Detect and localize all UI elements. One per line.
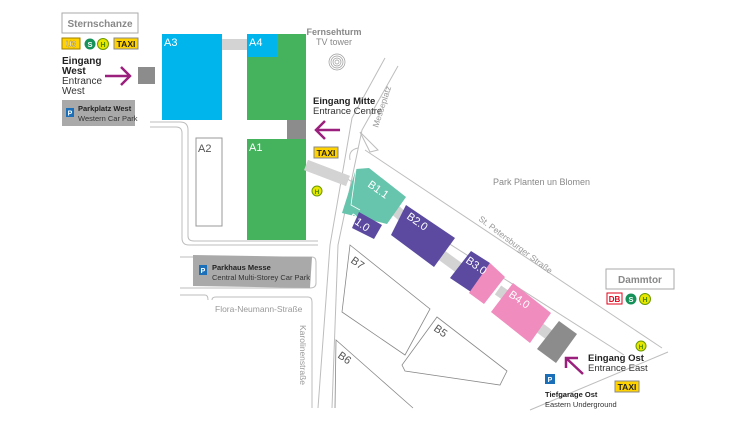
entrance-east-de: Eingang Ost: [588, 353, 645, 364]
arrow-left-icon: [314, 120, 340, 140]
hall-b6[interactable]: B6: [334, 339, 414, 409]
svg-text:P: P: [548, 377, 553, 384]
transit-icons-west: U3 S H TAXI: [61, 37, 139, 50]
svg-text:Western Car Park: Western Car Park: [78, 114, 138, 123]
hall-a4[interactable]: A4: [247, 34, 306, 120]
svg-text:B6: B6: [335, 350, 353, 368]
svg-text:B5: B5: [431, 323, 449, 341]
entrance-centre-en: Entrance Centre: [313, 106, 382, 117]
entrance-west-en-1: Entrance: [62, 76, 102, 87]
bus-stop-icon: [635, 340, 647, 352]
bus-stop-icon: [311, 185, 323, 197]
svg-text:TAXI: TAXI: [618, 382, 637, 392]
svg-text:TAXI: TAXI: [317, 148, 336, 158]
parking-central[interactable]: P Parkhaus Messe Central Multi-Storey Ca…: [193, 255, 312, 288]
parking-east[interactable]: P Tiefgarage Ost Eastern Underground: [545, 374, 617, 409]
svg-text:P: P: [201, 268, 206, 275]
svg-text:DB: DB: [609, 295, 621, 304]
hall-b3-0[interactable]: B3.0: [450, 251, 505, 304]
svg-text:TAXI: TAXI: [117, 39, 136, 49]
svg-text:U3: U3: [66, 40, 77, 49]
hall-b5[interactable]: B5: [401, 316, 508, 386]
svg-text:A1: A1: [249, 142, 262, 154]
s-bahn-icon: [625, 293, 637, 305]
entrance-centre[interactable]: [287, 120, 306, 139]
svg-text:S: S: [87, 40, 92, 49]
entrance-centre-de: Eingang Mitte: [313, 96, 375, 107]
s-bahn-icon: [84, 38, 96, 50]
tv-tower-icon: [328, 53, 346, 71]
taxi-icon: [313, 146, 339, 159]
parking-icon: [545, 374, 555, 384]
transit-icons-east: DB S H: [606, 292, 651, 305]
svg-text:Eastern Underground: Eastern Underground: [545, 400, 617, 409]
hall-b4-0[interactable]: B4.0: [491, 283, 551, 343]
arrow-right-icon: [105, 66, 132, 86]
entrance-east-en: Entrance East: [588, 363, 648, 374]
arrow-up-left-icon: [564, 356, 584, 375]
parking-icon: [199, 265, 207, 275]
taxi-icon: [614, 380, 640, 393]
svg-text:H: H: [315, 189, 320, 196]
street-karolinen: Karolinenstraße: [298, 325, 308, 385]
hall-a3[interactable]: A3: [162, 34, 222, 120]
station-sternschanze: Sternschanze: [67, 19, 132, 30]
parking-west[interactable]: P Parkplatz West Western Car Park: [62, 100, 138, 126]
svg-text:P: P: [68, 111, 73, 118]
station-sternschanze-box: [61, 12, 139, 34]
park-planten-un-blomen: Park Planten un Blomen: [493, 177, 590, 187]
hall-a1[interactable]: A1: [247, 139, 306, 240]
svg-text:Tiefgarage Ost: Tiefgarage Ost: [545, 390, 598, 399]
svg-text:A3: A3: [164, 37, 177, 49]
taxi-icon: [113, 37, 139, 50]
entrance-west-en-2: West: [62, 86, 85, 97]
svg-text:H: H: [642, 297, 647, 304]
hall-b1-1[interactable]: B1.1: [342, 168, 406, 224]
svg-text:H: H: [100, 42, 105, 49]
parking-icon: [66, 108, 74, 117]
svg-text:H: H: [639, 344, 644, 351]
svg-text:A4: A4: [249, 37, 262, 49]
station-dammtor: Dammtor: [618, 275, 662, 286]
hall-b7[interactable]: B7: [341, 244, 431, 356]
svg-text:A2: A2: [198, 143, 211, 155]
street-flora-neumann: Flora-Neumann-Straße: [215, 304, 303, 314]
svg-text:B7: B7: [348, 255, 366, 273]
entrance-west[interactable]: [138, 67, 155, 84]
svg-text:S: S: [628, 295, 633, 304]
bus-stop-icon: [97, 38, 109, 50]
u-bahn-icon: [61, 37, 81, 50]
svg-text:Parkhaus Messe: Parkhaus Messe: [212, 263, 271, 272]
tv-tower-de: Fernsehturm: [306, 27, 361, 37]
tv-tower-en: TV tower: [316, 37, 352, 47]
station-dammtor-box: [605, 268, 675, 290]
svg-text:Central Multi-Storey Car Park: Central Multi-Storey Car Park: [212, 273, 310, 282]
entrance-west-de-2: West: [62, 66, 86, 77]
entrance-east[interactable]: [537, 321, 577, 363]
connector: [222, 39, 247, 50]
entrance-west-de-1: Eingang: [62, 56, 101, 67]
svg-text:Parkplatz West: Parkplatz West: [78, 104, 132, 113]
hall-a2[interactable]: A2: [195, 137, 223, 227]
db-icon: [606, 292, 623, 305]
bus-stop-icon: [639, 293, 651, 305]
